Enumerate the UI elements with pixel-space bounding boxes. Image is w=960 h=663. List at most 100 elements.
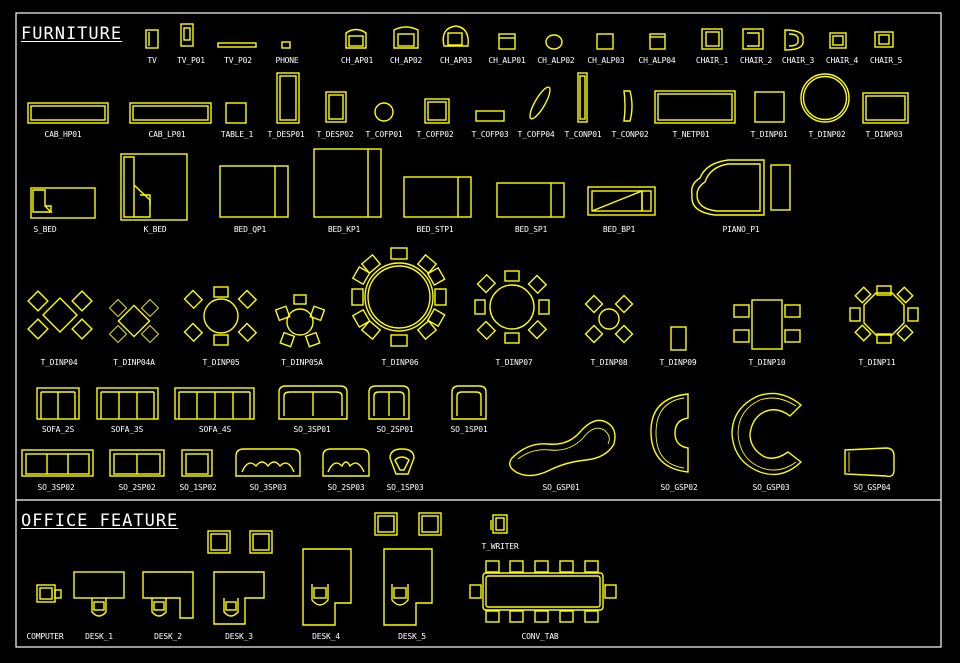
label-desk-5: DESK_5 (398, 632, 426, 641)
label-s-bed: S_BED (33, 225, 57, 234)
t-dinp04a-symbol (108, 298, 160, 344)
label-so-3sp02: SO_3SP02 (37, 483, 75, 492)
label-tv: TV (147, 56, 157, 65)
label-desk-4: DESK_4 (312, 632, 340, 641)
t-dinp01-symbol (754, 91, 785, 123)
so-1sp01-symbol (451, 385, 487, 420)
label-t-conp02: T_CONP02 (611, 130, 649, 139)
label-chair-4: CHAIR_4 (825, 56, 859, 65)
t-conp01-symbol (577, 72, 588, 123)
label-cab-hp01: CAB_HP01 (44, 130, 82, 139)
t-cofp04-symbol (529, 86, 551, 120)
label-t-conp01: T_CONP01 (564, 130, 602, 139)
so-gsp03-symbol (731, 392, 803, 476)
label-chair-3: CHAIR_3 (781, 56, 815, 65)
s-bed-symbol (30, 187, 96, 219)
label-t-dinp03: T_DINP03 (865, 130, 903, 139)
t-dinp04-symbol (27, 290, 93, 340)
chair-1-symbol (701, 28, 723, 50)
bed-sp1-symbol (496, 182, 565, 218)
so-2sp03-symbol (322, 448, 370, 477)
label-tv-p01: TV_P01 (177, 56, 205, 65)
bed-qp1-symbol (219, 165, 289, 218)
label-t-dinp07: T_DINP07 (495, 358, 533, 367)
label-bed-stp1: BED_STP1 (416, 225, 454, 234)
t-desp01-symbol (276, 72, 300, 124)
label-chair-1: CHAIR_1 (695, 56, 729, 65)
so-gsp01-symbol (509, 419, 616, 477)
bed-kp1-symbol (313, 148, 382, 218)
label-t-dinp04: T_DINP04 (40, 358, 78, 367)
label-piano-p1: PIANO_P1 (722, 225, 760, 234)
conv-tab-symbol (469, 560, 617, 623)
table-1-symbol (225, 102, 247, 124)
ch-ap01-symbol (345, 28, 367, 49)
chair-4-symbol (829, 32, 847, 49)
label-so-gsp04: SO_GSP04 (853, 483, 891, 492)
t-dinp06-symbol (351, 247, 447, 347)
label-chair-5: CHAIR_5 (869, 56, 903, 65)
t-dinp05a-symbol (274, 294, 326, 348)
label-so-2sp01: SO_2SP01 (376, 425, 414, 434)
sofa-4s-symbol (174, 387, 255, 420)
label-t-writer: T_WRITER (481, 542, 519, 551)
desk-1-symbol (73, 571, 125, 617)
t-dinp02-symbol (800, 73, 850, 123)
t-writer-symbol (490, 514, 508, 534)
t-cofp02-symbol (424, 98, 450, 124)
desk-3-symbol (207, 530, 273, 625)
tv-symbol (145, 29, 159, 49)
label-t-dinp08: T_DINP08 (590, 358, 628, 367)
label-desk-1: DESK_1 (85, 632, 113, 641)
label-ch-alp03: CH_ALP03 (587, 56, 625, 65)
k-bed-symbol (120, 153, 188, 221)
label-so-gsp02: SO_GSP02 (660, 483, 698, 492)
label-so-gsp03: SO_GSP03 (752, 483, 790, 492)
label-cab-lp01: CAB_LP01 (148, 130, 186, 139)
label-t-dinp05: T_DINP05 (202, 358, 240, 367)
sofa-2s-symbol (36, 387, 80, 420)
label-t-desp02: T_DESP02 (316, 130, 354, 139)
section-heading-furniture: FURNITURE (21, 24, 123, 44)
label-t-dinp05a: T_DINP05A (281, 358, 323, 367)
label-so-1sp01: SO_1SP01 (450, 425, 488, 434)
so-gsp04-symbol (844, 447, 895, 478)
desk-5-symbol (374, 512, 442, 626)
t-conp02-symbol (623, 90, 633, 122)
t-cofp01-symbol (374, 102, 394, 122)
label-t-dinp01: T_DINP01 (750, 130, 788, 139)
label-desk-3: DESK_3 (225, 632, 253, 641)
label-computer: COMPUTER (26, 632, 64, 641)
label-ch-ap01: CH_AP01 (340, 56, 374, 65)
label-t-dinp10: T_DINP10 (748, 358, 786, 367)
label-bed-kp1: BED_KP1 (327, 225, 361, 234)
section-heading-office: OFFICE FEATURE (21, 511, 179, 531)
so-gsp02-symbol (650, 393, 689, 473)
so-1sp03-symbol (389, 448, 415, 475)
sofa-3s-symbol (96, 387, 159, 420)
label-so-3sp01: SO_3SP01 (293, 425, 331, 434)
label-t-dinp04a: T_DINP04A (113, 358, 155, 367)
label-so-3sp03: SO_3SP03 (249, 483, 287, 492)
ch-alp02-symbol (545, 34, 563, 50)
label-t-dinp09: T_DINP09 (659, 358, 697, 367)
label-t-cofp04: T_COFP04 (517, 130, 555, 139)
label-sofa-2s: SOFA_2S (41, 425, 75, 434)
label-conv-tab: CONV_TAB (521, 632, 559, 641)
label-phone: PHONE (275, 56, 299, 65)
ch-ap02-symbol (393, 26, 419, 49)
label-bed-sp1: BED_SP1 (514, 225, 548, 234)
ch-alp01-symbol (498, 33, 516, 50)
label-so-2sp02: SO_2SP02 (118, 483, 156, 492)
label-so-gsp01: SO_GSP01 (542, 483, 580, 492)
t-dinp08-symbol (584, 294, 634, 344)
label-so-1sp02: SO_1SP02 (179, 483, 217, 492)
label-ch-ap03: CH_AP03 (439, 56, 473, 65)
ch-ap03-symbol (442, 25, 469, 47)
desk-2-symbol (142, 571, 194, 619)
label-desk-2: DESK_2 (154, 632, 182, 641)
so-3sp02-symbol (21, 449, 94, 477)
chair-3-symbol (784, 29, 804, 51)
t-dinp03-symbol (862, 92, 909, 124)
